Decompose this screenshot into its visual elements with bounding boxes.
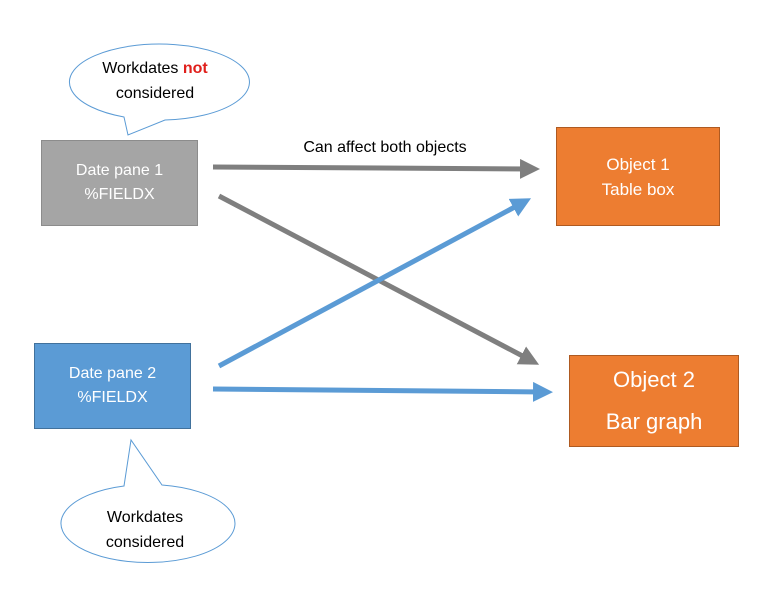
date-pane-2-title: Date pane 2 xyxy=(68,365,157,382)
object-1-box: Object 1 Table box xyxy=(556,127,720,226)
date-pane-2-field: %FIELDX xyxy=(77,389,148,406)
arrow-pane1-to-object2 xyxy=(217,193,540,365)
arrow-pane2-to-object1 xyxy=(217,198,532,369)
callout-1-word: Workdates xyxy=(102,60,179,77)
callout-2-line1: Workdates xyxy=(106,509,184,526)
date-pane-1-box: Date pane 1 %FIELDX xyxy=(41,140,198,226)
callout-2-line2: considered xyxy=(105,534,185,551)
date-pane-1-title: Date pane 1 xyxy=(75,162,164,179)
arrow-pane2-to-object2 xyxy=(212,381,553,402)
callout-workdates-not-considered: Workdates not considered xyxy=(70,56,240,106)
date-pane-2-box: Date pane 2 %FIELDX xyxy=(34,343,191,429)
arrow-pane1-to-object1 xyxy=(212,158,540,179)
object-2-box: Object 2 Bar graph xyxy=(569,355,739,447)
callout-1-line2: considered xyxy=(115,85,195,102)
callout-1-highlight: not xyxy=(182,60,208,77)
object-2-title: Object 2 xyxy=(613,367,695,392)
object-2-type: Bar graph xyxy=(605,409,703,434)
callout-bubble-1 xyxy=(69,43,250,136)
callout-workdates-considered: Workdates considered xyxy=(60,505,230,555)
callout-bubble-2 xyxy=(60,438,236,563)
date-pane-1-field: %FIELDX xyxy=(84,186,155,203)
object-1-title: Object 1 xyxy=(606,154,670,174)
arrow-label: Can affect both objects xyxy=(303,139,467,156)
object-1-type: Table box xyxy=(601,179,675,199)
